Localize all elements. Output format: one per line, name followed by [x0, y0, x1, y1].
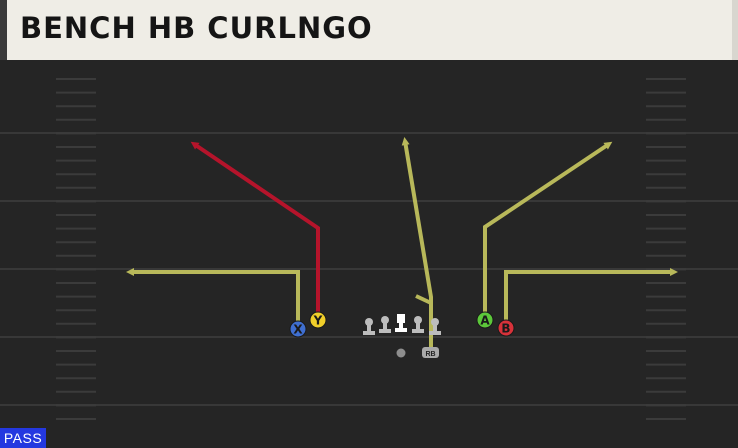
play-type-badge: PASS — [0, 428, 46, 448]
button-b-label: B — [501, 322, 510, 336]
rb-label: RB — [425, 351, 435, 358]
offensive-line — [363, 314, 441, 335]
button-y-label: Y — [313, 314, 323, 328]
lineman-right-guard — [412, 316, 424, 333]
receiver-y[interactable]: Y — [309, 311, 327, 329]
receiver-x[interactable]: X — [289, 320, 307, 338]
button-a-label: A — [480, 314, 490, 328]
hash-marks-left — [56, 78, 96, 420]
title-bar: BENCH HB CURLNGO — [0, 0, 738, 60]
quarterback — [396, 348, 406, 358]
running-back: RB — [422, 347, 439, 358]
center — [395, 314, 407, 332]
route-x — [126, 268, 300, 327]
receiver-a[interactable]: A — [476, 311, 494, 329]
yard-lines — [0, 132, 738, 406]
route-y — [190, 141, 320, 320]
hash-marks-right — [646, 78, 686, 420]
route-rb-curl — [415, 294, 432, 305]
button-x-label: X — [293, 323, 303, 337]
route-a — [483, 141, 613, 320]
title-accent — [0, 0, 7, 60]
route-b — [504, 268, 678, 328]
receiver-b[interactable]: B — [497, 319, 515, 337]
lineman-right-tackle — [429, 318, 441, 335]
play-field — [0, 60, 738, 448]
lineman-left-tackle — [363, 318, 375, 335]
play-title: BENCH HB CURLNGO — [20, 11, 373, 45]
lineman-left-guard — [379, 316, 391, 333]
routes — [126, 137, 678, 350]
